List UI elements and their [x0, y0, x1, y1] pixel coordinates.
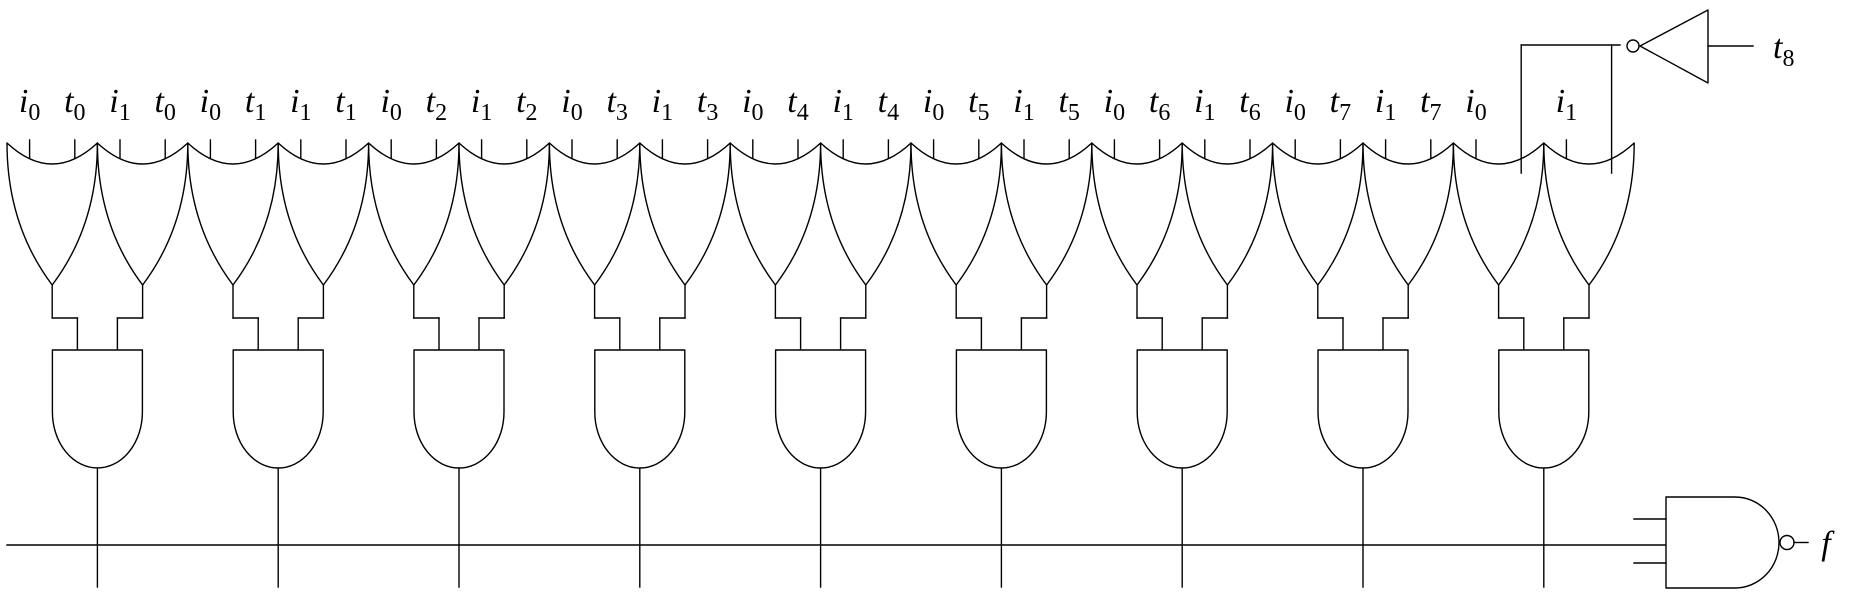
and-gate: [232, 349, 324, 469]
input-label-i0: i0: [923, 83, 944, 126]
or-gate: [819, 142, 912, 286]
or-gate: [96, 142, 189, 286]
input-label-t5: t5: [968, 83, 989, 126]
and-gate: [774, 349, 867, 469]
input-label-i1: i1: [1194, 83, 1215, 126]
and-gate: [413, 349, 505, 469]
or-gate: [1543, 142, 1635, 286]
input-label-t0: t0: [64, 83, 85, 126]
output-label-t8: t8: [1773, 29, 1794, 72]
input-label-i0: i0: [1104, 83, 1125, 126]
or-gate: [1271, 142, 1364, 286]
inverter-and-nand: t8 f: [1520, 9, 1835, 589]
input-label-t5: t5: [1058, 83, 1079, 126]
input-label-t4: t4: [878, 83, 899, 126]
input-label-i0: i0: [380, 83, 401, 126]
or-gate: [187, 142, 279, 286]
input-label-t0: t0: [154, 83, 175, 126]
or-gate: [277, 142, 370, 286]
input-label-i0: i0: [1465, 83, 1486, 126]
input-labels: i0 t0 i1 t0 i0 t1 i1 t1 i0 t2 i1 t2 i0 t3 i1 t3 i0 t4 i1 t4…: [19, 83, 1577, 126]
or-gate: [1452, 142, 1545, 286]
or-gate: [639, 142, 731, 286]
nand-gate: [1665, 496, 1780, 589]
and-gate: [594, 349, 686, 469]
input-label-i1: i1: [832, 83, 853, 126]
or-gate: [458, 142, 551, 286]
or-gate: [548, 142, 641, 286]
input-label-i1: i1: [1556, 83, 1577, 126]
and-gate: [1498, 349, 1590, 469]
or-gate: [1362, 142, 1455, 286]
or-gate: [367, 142, 460, 286]
or-gate: [910, 142, 1003, 286]
or-gate: [6, 142, 99, 286]
and-gate: [51, 349, 144, 469]
input-label-i0: i0: [742, 83, 763, 126]
input-label-t6: t6: [1149, 83, 1170, 126]
input-label-i1: i1: [109, 83, 130, 126]
input-label-t2: t2: [426, 83, 447, 126]
and-gate: [955, 349, 1048, 469]
input-label-i1: i1: [1013, 83, 1034, 126]
input-label-i1: i1: [471, 83, 492, 126]
or-gate: [1000, 142, 1093, 286]
input-label-t2: t2: [516, 83, 537, 126]
output-label-f: f: [1821, 526, 1835, 563]
input-label-t6: t6: [1239, 83, 1260, 126]
input-label-t1: t1: [245, 83, 266, 126]
and-gate-row: [51, 349, 1590, 469]
input-label-i0: i0: [1284, 83, 1305, 126]
or-gate-row: [6, 142, 1635, 286]
or-gate: [1181, 142, 1274, 286]
input-label-t3: t3: [606, 83, 627, 126]
input-label-t3: t3: [697, 83, 718, 126]
input-label-i0: i0: [200, 83, 221, 126]
input-label-i0: i0: [561, 83, 582, 126]
and-gate: [1136, 349, 1228, 469]
input-label-t7: t7: [1330, 83, 1351, 126]
inverter-gate: [1639, 9, 1709, 84]
input-label-t1: t1: [335, 83, 356, 126]
or-gate: [1091, 142, 1183, 286]
input-label-i1: i1: [652, 83, 673, 126]
and-gate: [1317, 349, 1409, 469]
input-label-i0: i0: [19, 83, 40, 126]
input-label-i1: i1: [290, 83, 311, 126]
input-label-i1: i1: [1375, 83, 1396, 126]
input-label-t7: t7: [1420, 83, 1441, 126]
nand-bubble: [1779, 534, 1795, 551]
input-label-t4: t4: [787, 83, 808, 126]
inverter-bubble: [1626, 39, 1640, 53]
or-gate: [729, 142, 822, 286]
